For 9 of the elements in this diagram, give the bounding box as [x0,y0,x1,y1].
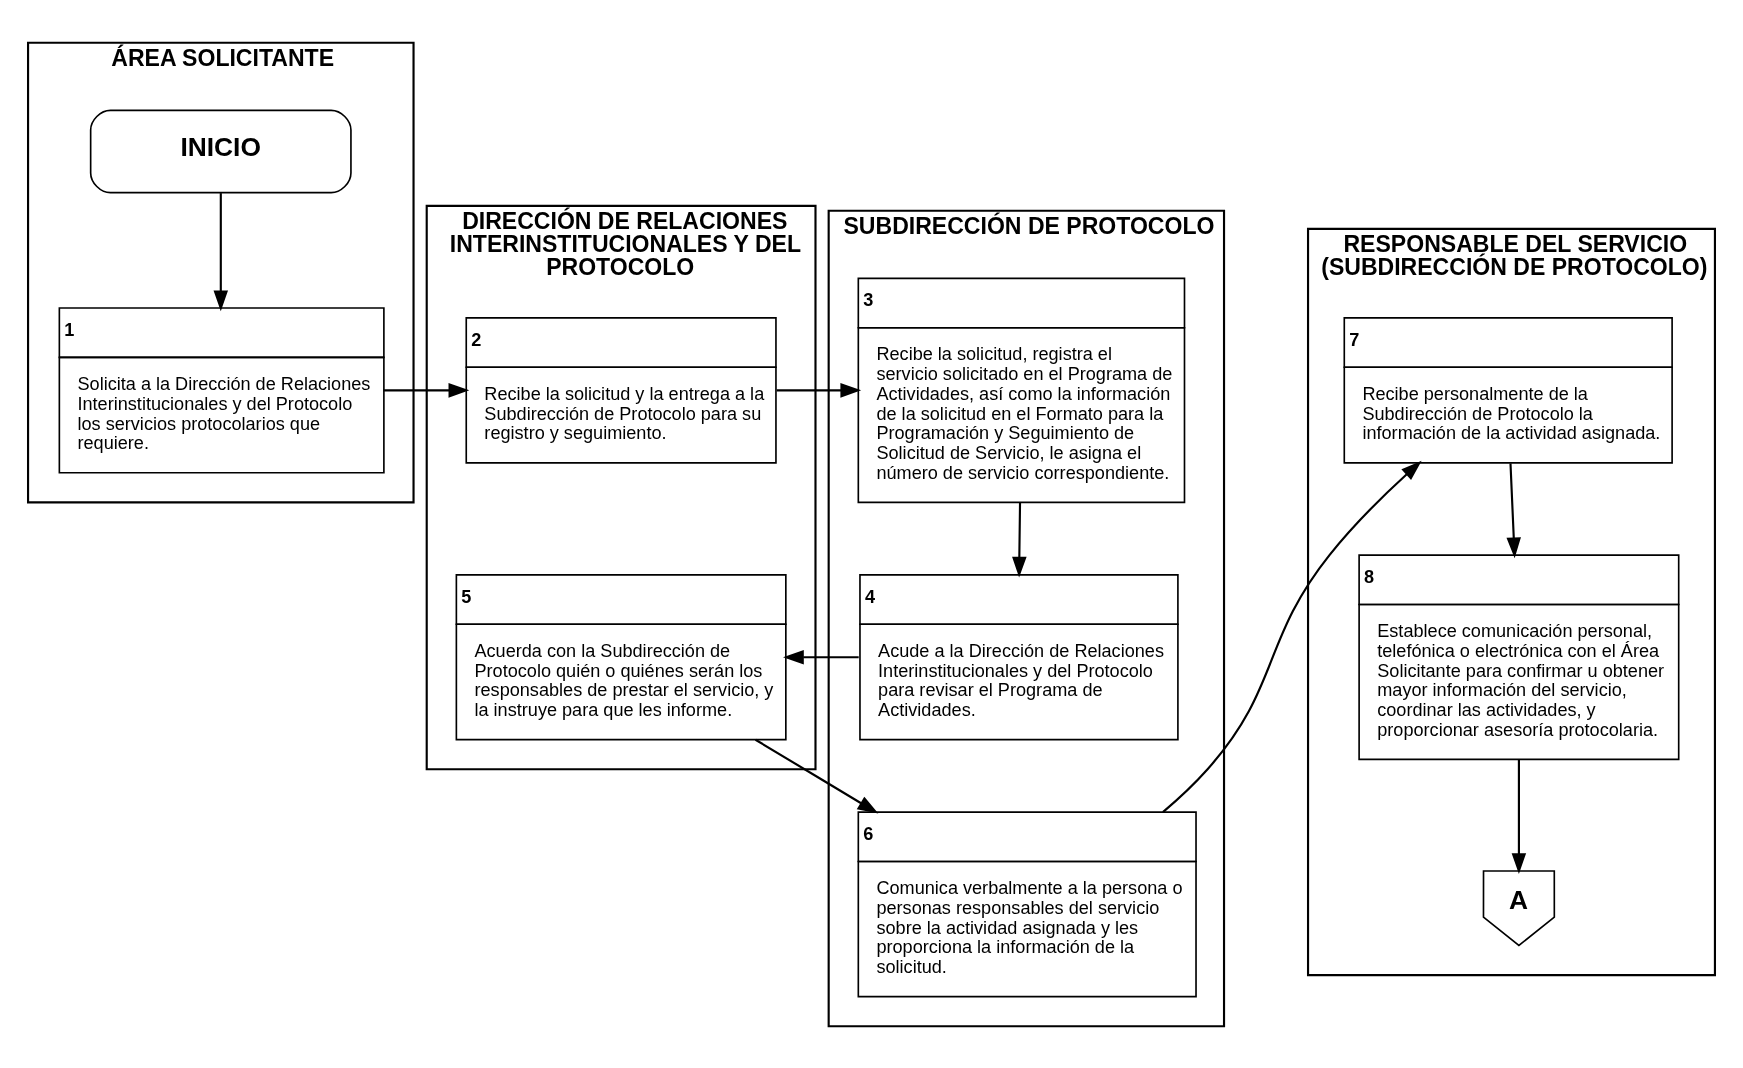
arrow [783,649,859,664]
arrow [776,382,862,398]
arrow [1506,462,1521,558]
node-box: INICIO [89,109,352,193]
arrow [1012,502,1027,578]
arrow [1511,758,1527,874]
arrow [1162,460,1422,813]
arrow [383,382,470,398]
arrow [213,192,229,311]
